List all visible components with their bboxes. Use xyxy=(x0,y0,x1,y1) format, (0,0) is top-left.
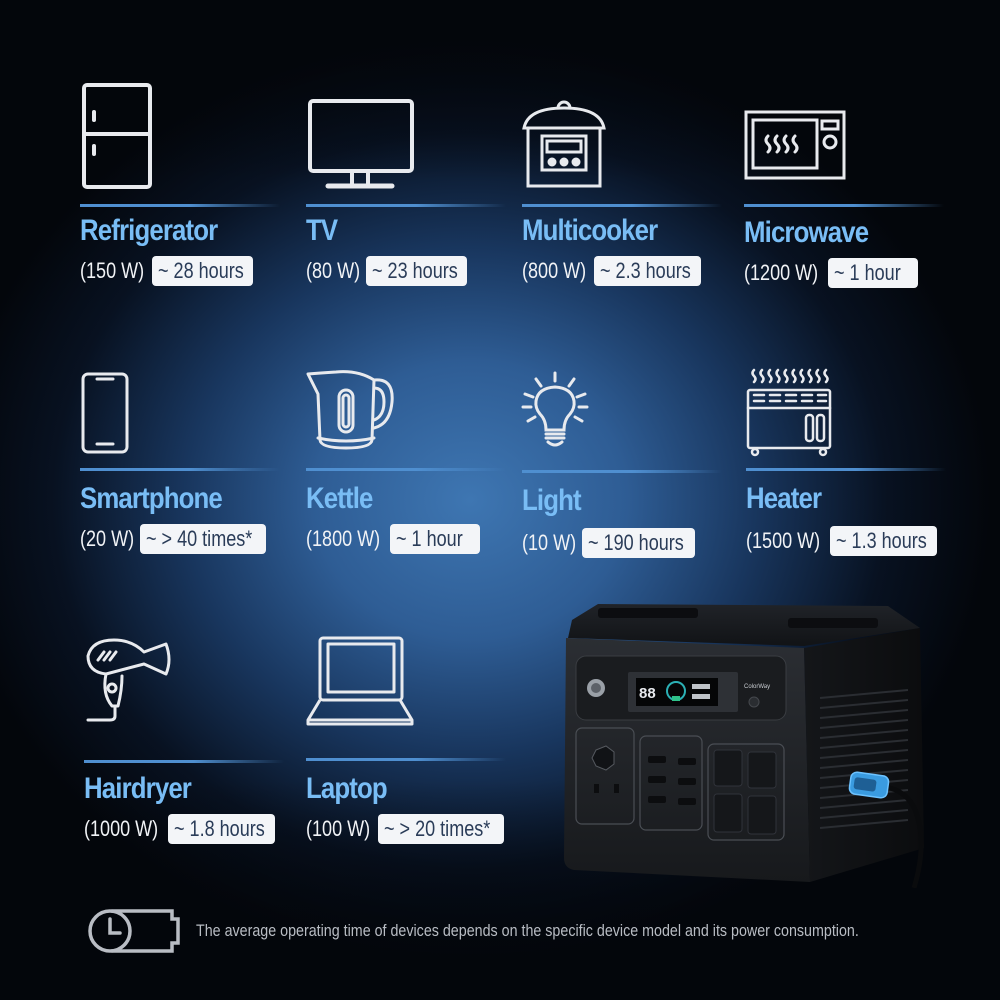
kettle-icon xyxy=(306,368,398,454)
appliance-power: (10 W) xyxy=(522,530,577,555)
divider xyxy=(80,204,280,207)
divider xyxy=(744,204,944,207)
appliance-power: (1500 W) xyxy=(746,528,821,553)
appliance-power: (1200 W) xyxy=(744,260,819,285)
appliance-name: Kettle xyxy=(306,482,373,515)
divider xyxy=(84,760,284,763)
runtime-badge: ~ 2.3 hours xyxy=(594,256,701,286)
appliance-name: Refrigerator xyxy=(80,214,218,247)
appliance-name: Heater xyxy=(746,482,822,515)
appliance-name: Laptop xyxy=(306,772,388,805)
runtime-badge: ~ 1.3 hours xyxy=(830,526,938,556)
appliance-name: Multicooker xyxy=(522,214,658,247)
tv-icon xyxy=(306,98,414,190)
divider xyxy=(746,468,946,471)
appliance-name: Light xyxy=(522,484,582,517)
divider xyxy=(522,204,722,207)
footer-note-text: The average operating time of devices de… xyxy=(196,921,859,940)
microwave-icon xyxy=(744,110,846,180)
appliance-name: TV xyxy=(306,214,338,247)
divider xyxy=(306,204,506,207)
divider xyxy=(80,468,280,471)
device-brand-logo: ColorWay xyxy=(744,684,770,690)
runtime-badge: ~ 190 hours xyxy=(582,528,695,558)
laptop-icon xyxy=(306,636,414,728)
appliance-name: Hairdryer xyxy=(84,772,192,805)
runtime-badge: ~ > 40 times* xyxy=(140,524,266,554)
appliance-power: (1800 W) xyxy=(306,526,381,551)
divider xyxy=(306,468,506,471)
light-bulb-icon xyxy=(521,371,589,450)
runtime-badge: ~ 23 hours xyxy=(366,256,467,286)
appliance-power: (1000 W) xyxy=(84,816,159,841)
appliance-power: (150 W) xyxy=(80,258,145,283)
device-display-digits: 88 xyxy=(639,685,656,702)
appliance-name: Smartphone xyxy=(80,482,223,515)
hairdryer-icon xyxy=(84,636,172,726)
smartphone-icon xyxy=(80,372,130,454)
multicooker-icon xyxy=(522,100,606,188)
appliance-power: (100 W) xyxy=(306,816,371,841)
heater-icon xyxy=(746,368,832,457)
runtime-badge: ~ 1 hour xyxy=(390,524,480,554)
runtime-badge: ~ 1.8 hours xyxy=(168,814,276,844)
runtime-badge: ~ 28 hours xyxy=(152,256,253,286)
clock-battery-icon xyxy=(84,907,182,955)
runtime-badge: ~ > 20 times* xyxy=(378,814,504,844)
power-station-image: 88 ColorWay xyxy=(558,598,928,889)
footer-note: The average operating time of devices de… xyxy=(84,906,985,956)
divider xyxy=(306,758,506,761)
appliance-power: (800 W) xyxy=(522,258,587,283)
appliance-name: Microwave xyxy=(744,216,869,249)
runtime-badge: ~ 1 hour xyxy=(828,258,918,288)
appliance-power: (80 W) xyxy=(306,258,361,283)
divider xyxy=(522,470,722,473)
refrigerator-icon xyxy=(80,82,152,189)
appliance-power: (20 W) xyxy=(80,526,135,551)
